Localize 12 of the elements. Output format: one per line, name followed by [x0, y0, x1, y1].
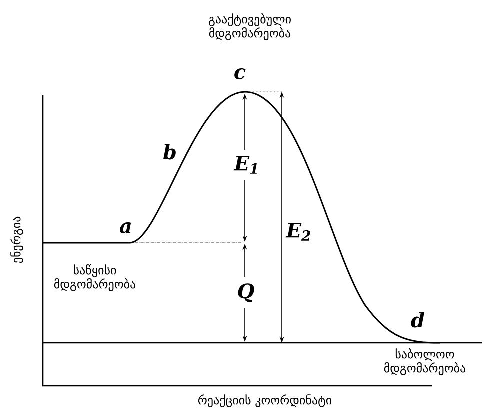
point-letter: c: [234, 68, 246, 80]
energy-label: E$_{2}$: [286, 223, 310, 241]
energy-label: E$_{1}$: [234, 156, 257, 174]
point-letter: d: [411, 312, 425, 328]
point-letter: b: [164, 144, 176, 160]
state-label: საწყისი მდგომარეობა: [54, 264, 136, 292]
energy-label: Q: [238, 284, 254, 302]
state-label: გააქტივებული მდგომარეობა: [209, 14, 291, 40]
axis-label: რეაქციის კოორდინატი: [198, 394, 332, 408]
point-letter: a: [120, 222, 132, 234]
state-label: საბოლოო მდგომარეობა: [384, 348, 466, 376]
axis-label: ენერგია: [10, 216, 24, 264]
